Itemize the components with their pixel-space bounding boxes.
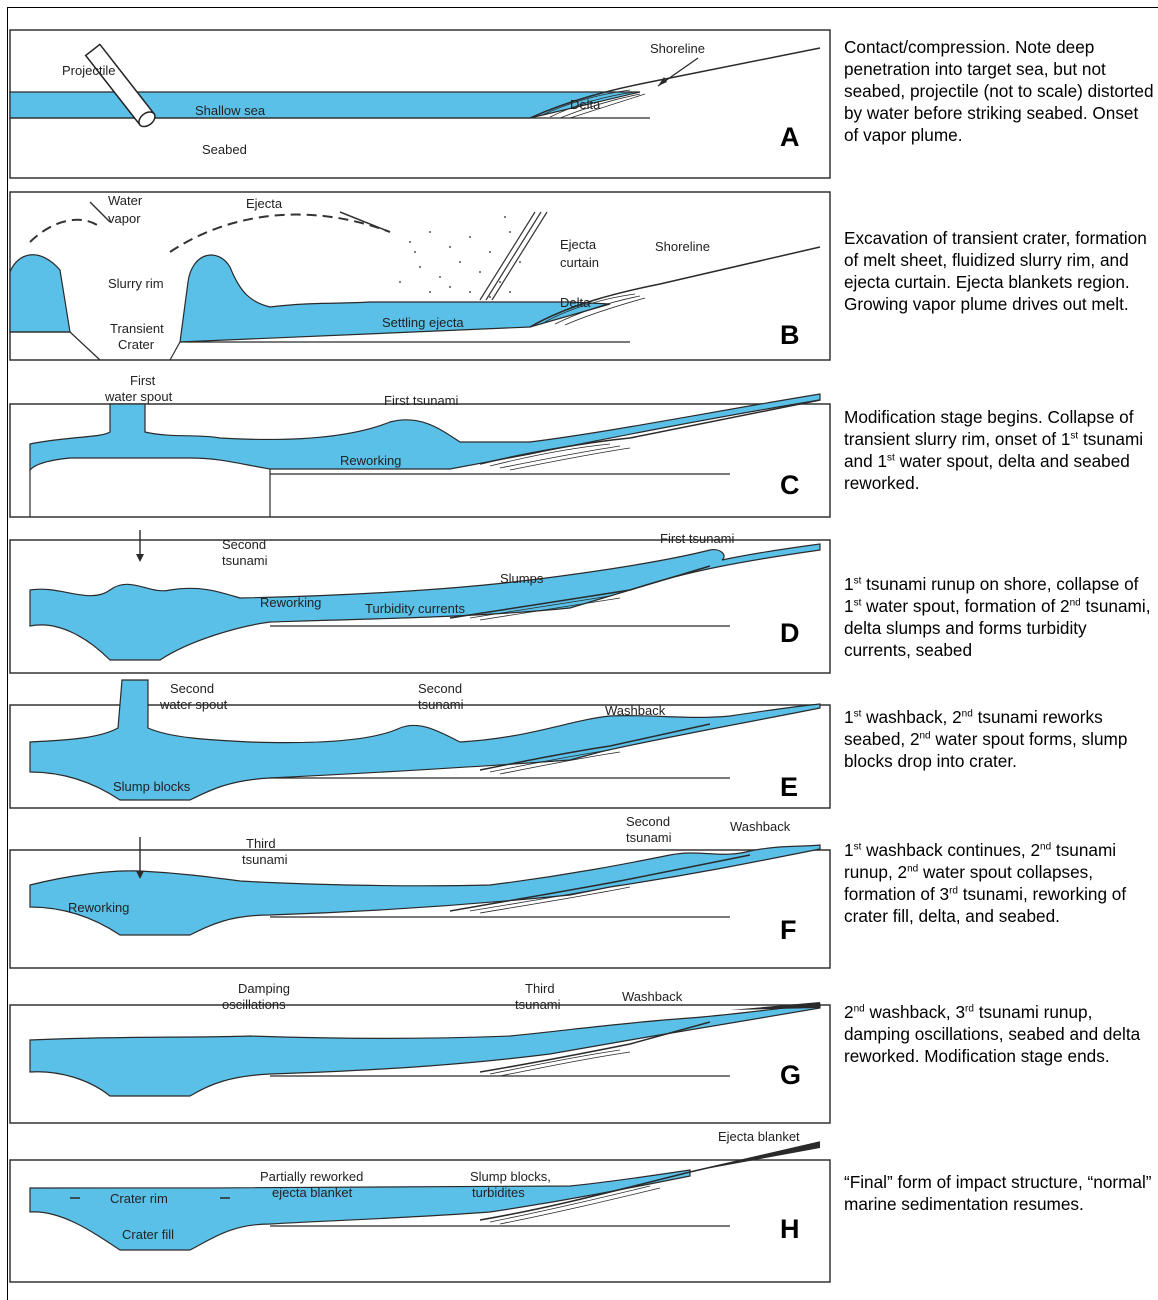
caption-g-sup: nd [854,1003,865,1014]
label-ejecta-curtain-2: curtain [560,256,599,270]
label-first-tsunami: First tsunami [384,394,458,408]
panel-h-drawing [10,1130,830,1290]
label-shoreline-b: Shoreline [655,240,710,254]
caption-f-part: washback continues, 2 [861,840,1040,860]
panel-letter-d: D [780,618,800,649]
label-ejecta: Ejecta [246,197,282,211]
caption-h: “Final” form of impact structure, “norma… [844,1171,1154,1215]
label-projectile: Projectile [62,64,115,78]
panel-e: Second water spout Second tsunami Washba… [10,680,830,810]
panel-letter-e: E [780,772,798,803]
caption-e-sup: nd [962,708,973,719]
label-second-tsunami-f-1: Second [626,815,670,829]
label-shallow-sea: Shallow sea [195,104,265,118]
label-water-vapor-1: Water [108,194,142,208]
panel-a-drawing [10,30,830,180]
label-delta: Delta [570,98,600,112]
label-reworking-d: Reworking [260,596,321,610]
caption-e-part: washback, 2 [861,707,961,727]
label-settling-ejecta: Settling ejecta [382,316,464,330]
label-washback-e: Washback [605,704,665,718]
caption-c: Modification stage begins. Collapse of t… [844,406,1154,494]
caption-d-part: water spout, formation of 2 [861,596,1069,616]
label-shoreline: Shoreline [650,42,705,56]
panel-d: Second tsunami First tsunami Slumps Rewo… [10,530,830,675]
label-second-tsunami-1: Second [222,538,266,552]
caption-f-sup: nd [907,863,918,874]
label-first-spout-2: water spout [105,390,172,404]
caption-d: 1st tsunami runup on shore, collapse of … [844,573,1154,661]
caption-a: Contact/compression. Note deep penetrati… [844,36,1154,146]
panel-f-drawing [10,815,830,970]
panel-h: Ejecta blanket Partially reworked ejecta… [10,1130,830,1290]
label-transient-1: Transient [110,322,164,336]
panel-letter-b: B [780,320,800,351]
label-second-tsunami-f-2: tsunami [626,831,672,845]
panel-b: Water vapor Ejecta Ejecta curtain Shorel… [10,192,830,362]
caption-f-sup: rd [949,885,958,896]
label-transient-2: Crater [118,338,154,352]
label-slump-h-1: Slump blocks, [470,1170,551,1184]
caption-g: 2nd washback, 3rd tsunami runup, damping… [844,1001,1154,1067]
panel-f: Third tsunami Second tsunami Washback Re… [10,815,830,970]
label-delta-b: Delta [560,296,590,310]
panel-letter-f: F [780,915,797,946]
panel-letter-a: A [780,122,800,153]
label-slump-blocks: Slump blocks [113,780,190,794]
label-second-tsunami-e-2: tsunami [418,698,464,712]
caption-h-text: “Final” form of impact structure, “norma… [844,1172,1152,1214]
label-washback-f: Washback [730,820,790,834]
label-first-tsunami-d: First tsunami [660,532,734,546]
label-turbidity: Turbidity currents [365,602,465,616]
label-damping-1: Damping [238,982,290,996]
label-damping-2: oscillations [222,998,286,1012]
panel-g: Damping oscillations Third tsunami Washb… [10,980,830,1125]
panel-g-drawing [10,980,830,1125]
caption-e-sup: nd [920,730,931,741]
label-second-tsunami-e-1: Second [418,682,462,696]
label-third-tsunami-g-1: Third [525,982,555,996]
caption-e-part: 1 [844,707,854,727]
caption-g-part: washback, 3 [865,1002,965,1022]
label-slumps: Slumps [500,572,543,586]
caption-b: Excavation of transient crater, formatio… [844,227,1154,315]
label-crater-rim: Crater rim [110,1192,168,1206]
label-third-tsunami-1: Third [246,837,276,851]
label-washback-g: Washback [622,990,682,1004]
label-third-tsunami-2: tsunami [242,853,288,867]
label-crater-fill: Crater fill [122,1228,174,1242]
caption-e: 1st washback, 2nd tsunami reworks seabed… [844,706,1154,772]
caption-d-part: 1 [844,574,854,594]
label-ejecta-blanket: Ejecta blanket [718,1130,800,1144]
label-second-tsunami-2: tsunami [222,554,268,568]
caption-f-part: 1 [844,840,854,860]
caption-c-sup: st [887,452,895,463]
label-reworking-f: Reworking [68,901,129,915]
label-seabed: Seabed [202,143,247,157]
label-slump-h-2: turbidites [472,1186,525,1200]
label-third-tsunami-g-2: tsunami [515,998,561,1012]
panel-c: First water spout First tsunami Reworkin… [10,374,830,519]
label-second-spout-2: water spout [160,698,227,712]
label-reworking-c: Reworking [340,454,401,468]
caption-g-part: 2 [844,1002,854,1022]
caption-b-text: Excavation of transient crater, formatio… [844,228,1147,314]
caption-f: 1st washback continues, 2nd tsunami runu… [844,839,1154,927]
caption-g-sup: rd [965,1003,974,1014]
panel-letter-h: H [780,1214,800,1245]
label-first-spout-1: First [130,374,155,388]
panel-letter-g: G [780,1060,801,1091]
label-second-spout-1: Second [170,682,214,696]
panel-letter-c: C [780,470,800,501]
caption-c-sup: st [1070,430,1078,441]
caption-d-sup: nd [1070,597,1081,608]
caption-f-sup: nd [1040,841,1051,852]
panel-a: Projectile Shallow sea Seabed Delta Shor… [10,30,830,180]
caption-a-text: Contact/compression. Note deep penetrati… [844,37,1154,145]
label-partial-2: ejecta blanket [272,1186,352,1200]
label-partial-1: Partially reworked [260,1170,363,1184]
label-water-vapor-2: vapor [108,212,141,226]
label-slurry-rim: Slurry rim [108,277,164,291]
label-ejecta-curtain-1: Ejecta [560,238,596,252]
